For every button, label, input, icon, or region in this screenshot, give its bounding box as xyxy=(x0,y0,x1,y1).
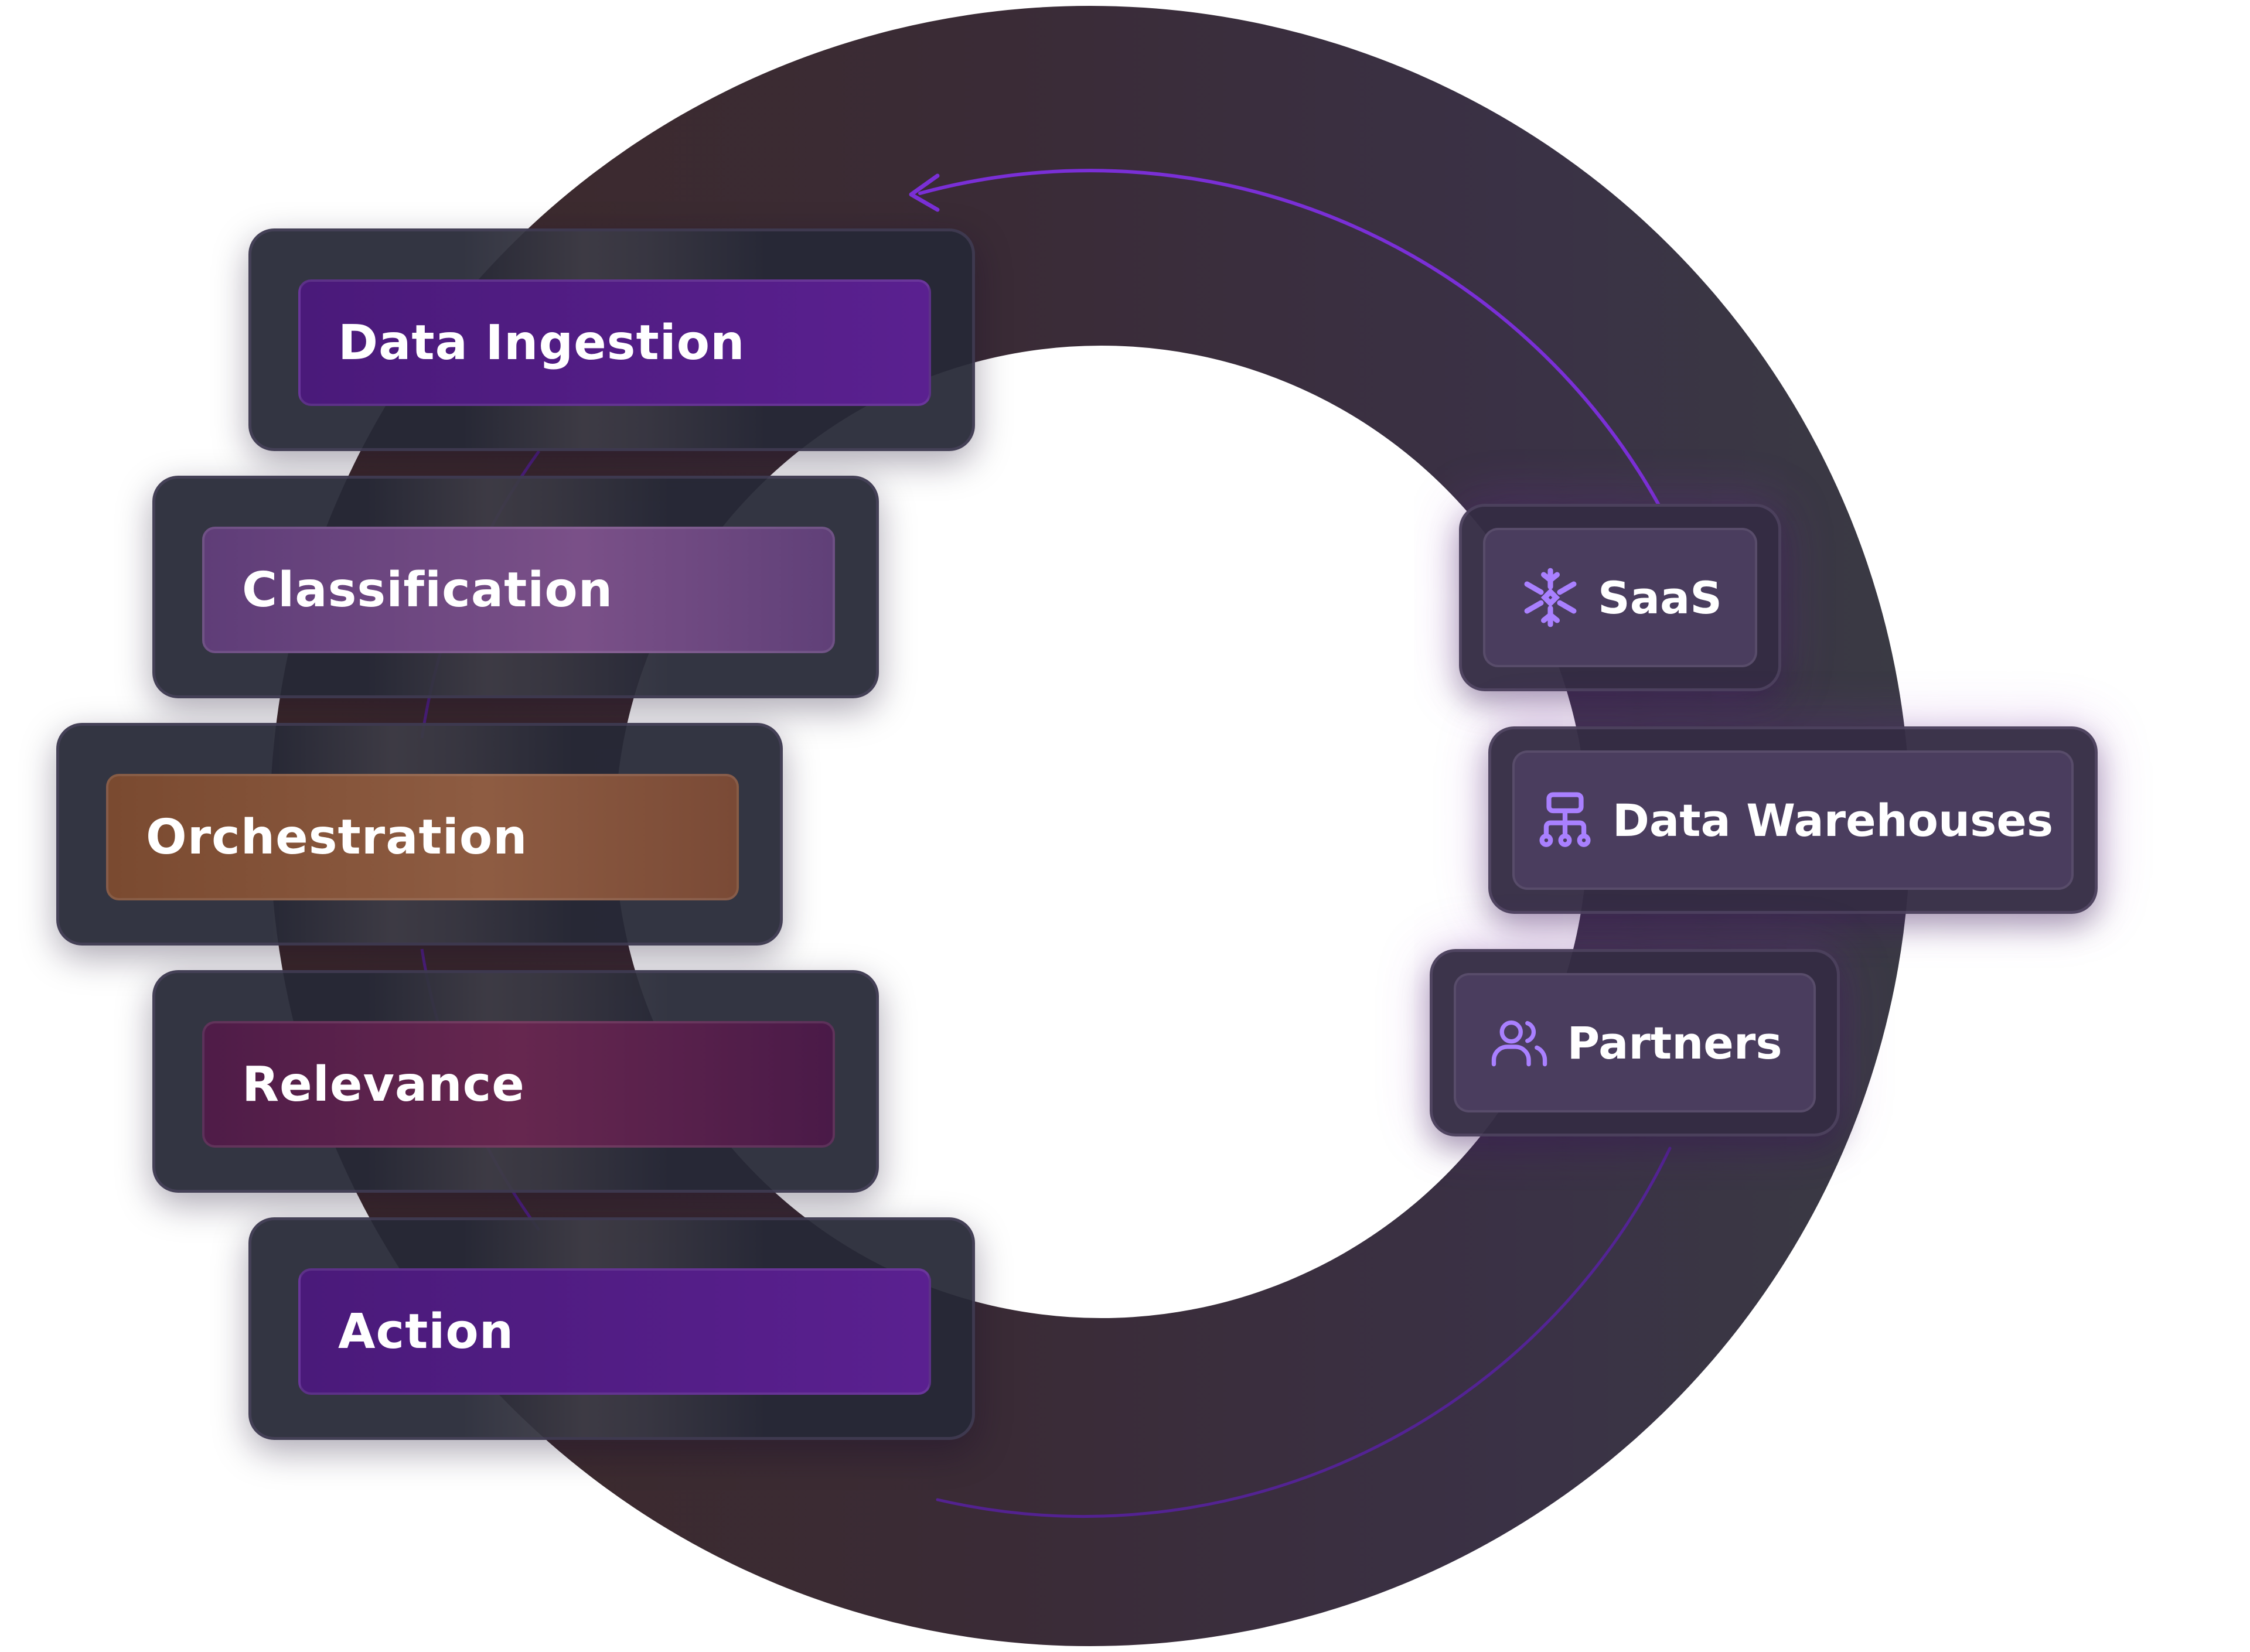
stage-label: Classification xyxy=(242,562,613,618)
users-icon xyxy=(1492,1020,1547,1067)
flow-arc xyxy=(918,169,1660,506)
stage-pill: Classification xyxy=(202,527,835,653)
stage-label: Orchestration xyxy=(146,809,528,865)
source-pill: Partners xyxy=(1454,973,1816,1112)
stage-card-orchestration[interactable]: Orchestration xyxy=(56,723,783,946)
stage-pill: Orchestration xyxy=(106,774,739,900)
stage-label: Action xyxy=(338,1303,514,1360)
flow-arrowhead xyxy=(909,173,940,212)
source-pill: Data Warehouses xyxy=(1512,750,2074,890)
source-label: Data Warehouses xyxy=(1612,794,2054,847)
stage-card-classification[interactable]: Classification xyxy=(152,476,879,698)
stage-card-action[interactable]: Action xyxy=(248,1217,975,1440)
stage-label: Data Ingestion xyxy=(338,315,745,371)
source-pill: SaaS xyxy=(1483,528,1757,667)
source-card-data-warehouses[interactable]: Data Warehouses xyxy=(1488,726,2098,914)
source-card-saas[interactable]: SaaS xyxy=(1459,504,1781,691)
flow-arc-lower xyxy=(936,1146,1672,1518)
stage-card-relevance[interactable]: Relevance xyxy=(152,970,879,1193)
hierarchy-icon xyxy=(1539,792,1591,847)
stage-pill: Relevance xyxy=(202,1021,835,1148)
snowflake-icon xyxy=(1524,568,1577,627)
stage-label: Relevance xyxy=(242,1056,525,1112)
stage-card-data-ingestion[interactable]: Data Ingestion xyxy=(248,228,975,451)
stage-pill: Data Ingestion xyxy=(298,279,931,406)
source-label: Partners xyxy=(1567,1016,1782,1069)
stage-pill: Action xyxy=(298,1268,931,1395)
source-label: SaaS xyxy=(1597,571,1723,624)
source-card-partners[interactable]: Partners xyxy=(1430,949,1840,1136)
